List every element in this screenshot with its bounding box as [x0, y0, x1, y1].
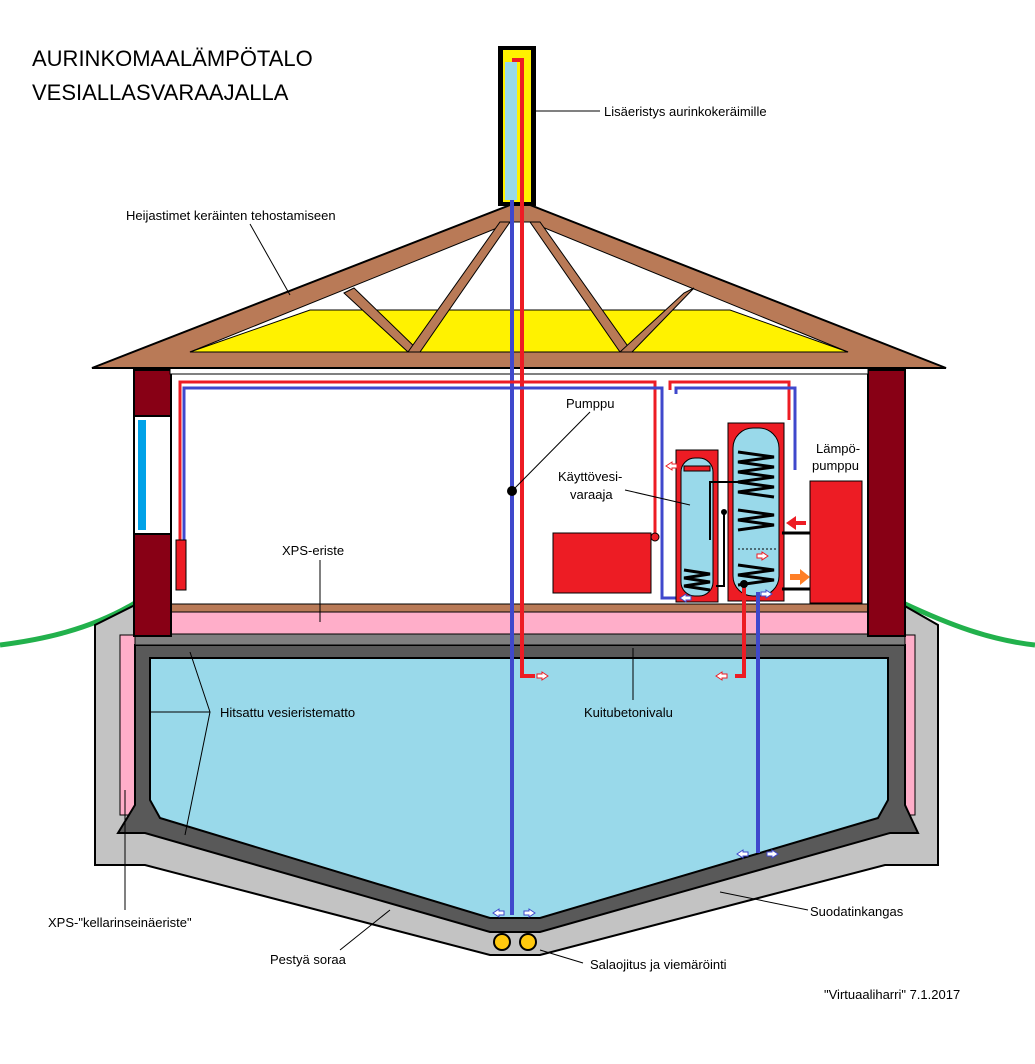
pool-pipe-hot — [735, 584, 746, 678]
label-collector-insulation: Lisäeristys aurinkokeräimille — [604, 104, 767, 119]
floor-board — [169, 603, 869, 613]
floor-xps-insulation — [169, 611, 869, 635]
label-hot-water-tank-2: varaaja — [570, 487, 613, 502]
diagram-title-line-2: VESIALLASVARAAJALLA — [32, 80, 289, 105]
leader-lines — [124, 110, 809, 964]
solar-pipe-hot — [512, 58, 535, 678]
tank-pipe-cold — [674, 386, 797, 470]
flow-arrows — [536, 461, 769, 681]
drain-pipe-left — [493, 933, 511, 951]
tank-pipe-hot — [668, 380, 791, 420]
heat-pump-arrow-out — [790, 569, 810, 585]
label-credit: "Virtuaaliharri" 7.1.2017 — [824, 987, 960, 1002]
label-membrane: Hitsattu vesieristematto — [220, 705, 355, 720]
heat-pump — [809, 480, 863, 604]
storage-tank-coil-mid — [737, 508, 775, 532]
diagram-title-line-1: AURINKOMAALÄMPÖTALO — [32, 46, 313, 71]
storage-tank-coil-bottom — [737, 563, 775, 587]
label-pump: Pumppu — [566, 396, 614, 411]
label-heat-pump-1: Lämpö- — [816, 441, 860, 456]
ground-line-right — [901, 600, 1035, 648]
window-glass — [138, 420, 146, 530]
hot-water-tank-coil — [683, 568, 711, 592]
radiator — [552, 532, 652, 594]
label-xps-insulation: XPS-eriste — [282, 543, 344, 558]
storage-tank-coil-top — [737, 450, 775, 499]
radiator-valve — [175, 539, 187, 591]
roof-trusses — [343, 221, 695, 353]
label-drainage: Salaojitus ja viemäröinti — [590, 957, 727, 972]
heating-pipe-hot — [178, 380, 657, 574]
label-hot-water-tank-1: Käyttövesi- — [558, 469, 622, 484]
label-heat-pump-2: pumppu — [812, 458, 859, 473]
label-gravel: Pestyä soraa — [270, 952, 347, 967]
label-fibre-concrete: Kuitubetonivalu — [584, 705, 673, 720]
heating-pipe-cold — [182, 386, 690, 600]
label-xps-basement: XPS-"kellarinseinäeriste" — [48, 915, 192, 930]
solar-collector-core — [505, 62, 517, 200]
wall-right — [867, 369, 906, 637]
drain-pipe-right — [519, 933, 537, 951]
label-filter-fabric: Suodatinkangas — [810, 904, 904, 919]
cold-flow-arrows — [492, 589, 779, 918]
interconnect-pipe — [709, 481, 740, 540]
hot-water-tank-inner — [680, 457, 714, 597]
pool-water — [149, 657, 889, 919]
ground-line-left — [0, 600, 137, 648]
heat-pump-arrow-in — [786, 516, 806, 530]
label-reflectors: Heijastimet keräinten tehostamiseen — [126, 208, 336, 223]
